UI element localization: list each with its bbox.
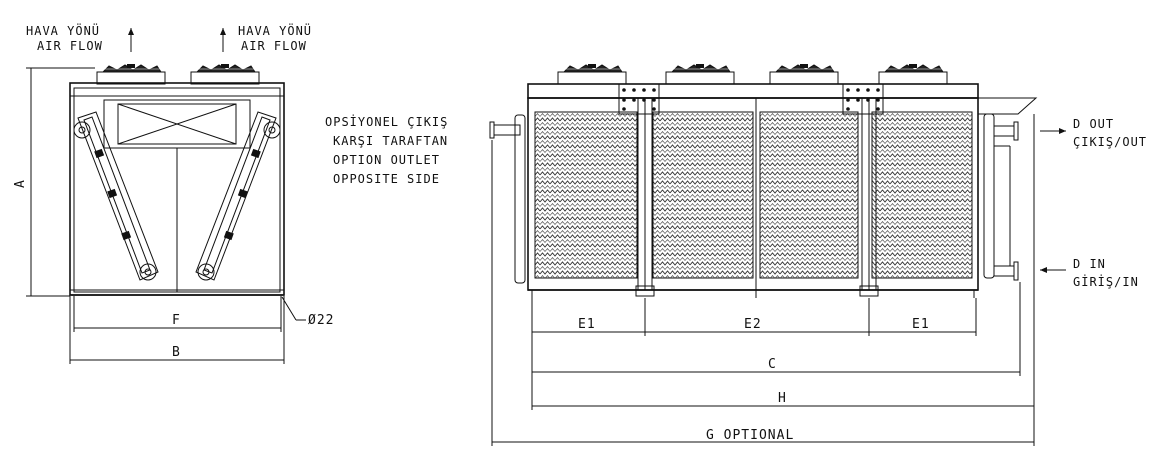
option-note-1: OPSİYONEL ÇIKIŞ — [325, 114, 448, 129]
airflow-right-line2: AIR FLOW — [241, 39, 307, 53]
dim-g: G OPTIONAL — [706, 428, 794, 443]
front-fan-2 — [665, 63, 735, 85]
side-coil-left — [73, 111, 159, 281]
option-note-2: KARŞI TARAFTAN — [333, 134, 448, 148]
coil-section-4 — [871, 111, 973, 279]
coil-section-3 — [759, 111, 859, 279]
side-fan-right — [190, 63, 260, 85]
side-view: HAVA YÖNÜ AIR FLOW HAVA YÖNÜ AIR FLOW — [13, 22, 334, 364]
dim-hole: Ø22 — [308, 313, 334, 328]
option-note-3: OPTION OUTLET — [333, 153, 440, 167]
dim-h: H — [778, 391, 787, 406]
option-note-4: OPPOSITE SIDE — [333, 172, 440, 186]
dim-c: C — [768, 357, 777, 372]
side-fan-left — [96, 63, 166, 85]
dim-e1-right: E1 — [912, 317, 930, 332]
outlet-label-1: D OUT — [1073, 117, 1114, 131]
header-pipes — [983, 113, 1019, 281]
option-outlet-pipe — [489, 114, 526, 284]
airflow-left-line1: HAVA YÖNÜ — [26, 22, 100, 38]
airflow-left-line2: AIR FLOW — [37, 39, 103, 53]
coil-section-2 — [652, 111, 754, 279]
dim-e2: E2 — [744, 317, 762, 332]
front-fan-4 — [878, 63, 948, 85]
front-fan-1 — [557, 63, 627, 85]
dim-a: A — [13, 179, 28, 188]
inlet-label-1: D IN — [1073, 257, 1106, 271]
side-coil-right — [195, 111, 281, 281]
front-top-casing — [527, 83, 979, 99]
coil-section-1 — [534, 111, 638, 279]
front-fan-3 — [769, 63, 839, 85]
dim-f: F — [172, 313, 181, 328]
dim-e1-left: E1 — [578, 317, 596, 332]
front-view: OPSİYONEL ÇIKIŞ KARŞI TARAFTAN OPTION OU… — [325, 63, 1147, 446]
airflow-right-line1: HAVA YÖNÜ — [238, 22, 312, 38]
outlet-label-2: ÇIKIŞ/OUT — [1073, 135, 1147, 149]
dim-b: B — [172, 345, 181, 360]
inlet-label-2: GİRİŞ/IN — [1073, 274, 1139, 289]
